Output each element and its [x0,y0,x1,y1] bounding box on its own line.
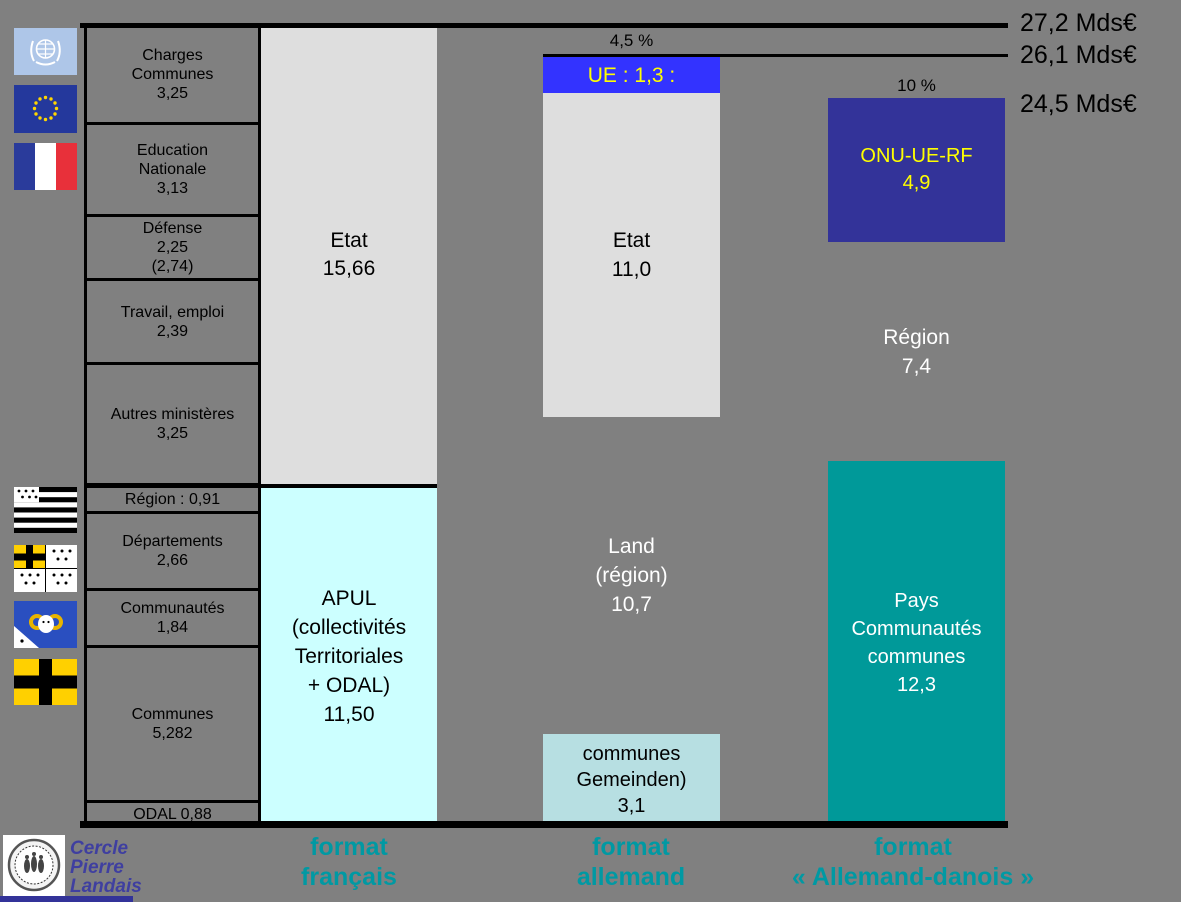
bar-german-communes-segment: communes Gemeinden) 3,1 [543,734,720,825]
logo-wordmark: Cercle Pierre Landais [70,838,142,897]
bar-danish-region-label: Région 7,4 [883,325,950,378]
ram-flag-icon [14,601,77,648]
kroaz-du-flag-icon [14,659,77,705]
eu-flag-icon [14,85,77,133]
french-breakdown-column: Charges Communes 3,25 Education National… [84,26,261,825]
caption-format-allemand-danois: format « Allemand-danois » [791,833,1035,891]
gridline-26-1 [543,54,1008,57]
baseline [80,821,1008,828]
caption-format-francais: format français [301,833,397,891]
bar-danish-pays-label: Pays Communautés communes 12,3 [851,589,982,696]
bar-german-communes-label: communes Gemeinden) 3,1 [576,742,687,817]
bar-french-apul-label: APUL (collectivités Territoriales + ODAL… [291,587,407,726]
total-label-27-2: 27,2 Mds€ [1020,9,1137,37]
breakdown-communes: Communes 5,282 [87,645,258,800]
total-label-24-5: 24,5 Mds€ [1020,90,1137,118]
caption-format-allemand: format allemand [576,833,686,891]
bar-danish-region-segment: Région 7,4 [828,242,1005,461]
bar-german-land-segment: Land (région) 10,7 [543,417,720,734]
breakdown-region: Région : 0,91 [87,483,258,511]
breakdown-departements: Départements 2,66 [87,511,258,588]
breakdown-defense: Défense 2,25 (2,74) [87,214,258,278]
logo-underline-bar [0,896,133,902]
breakdown-autres-ministeres: Autres ministères 3,25 [87,362,258,483]
brittany-flag-icon [14,487,77,533]
bar-german-ue-label: UE : 1,3 : [587,63,676,87]
breakdown-education-nationale: Education Nationale 3,13 [87,122,258,214]
bar-german-ue-segment: UE : 1,3 : [543,57,720,93]
ermine-cross-flag-icon [14,545,77,592]
total-label-26-1: 26,1 Mds€ [1020,41,1137,69]
bar-german-land-label: Land (région) 10,7 [595,535,668,616]
bar-german-etat-segment: Etat 11,0 [543,93,720,417]
danish-percent-label: 10 % [897,76,936,95]
breakdown-travail-emploi: Travail, emploi 2,39 [87,278,258,362]
seal-icon [7,838,61,892]
breakdown-charges-communes: Charges Communes 3,25 [131,46,214,102]
breakdown-odal: ODAL 0,88 [87,800,258,825]
france-flag-icon [14,143,77,190]
german-percent-label: 4,5 % [609,31,654,50]
bar-german-etat-label: Etat 11,0 [611,229,652,281]
un-flag-icon [14,28,77,75]
logo-seal-box [3,835,65,896]
gridline-27-2 [80,23,1008,28]
bar-danish-onu-segment: ONU-UE-RF 4,9 [828,98,1005,242]
bar-danish-pays-segment: Pays Communautés communes 12,3 [828,461,1005,824]
bar-danish-onu-label: ONU-UE-RF 4,9 [860,145,973,194]
bar-french-etat-segment: Etat 15,66 [261,26,437,484]
bar-french-etat-label: Etat 15,66 [322,229,376,280]
breakdown-communautes: Communautés 1,84 [87,588,258,645]
bar-french-apul-segment: APUL (collectivités Territoriales + ODAL… [261,484,437,825]
